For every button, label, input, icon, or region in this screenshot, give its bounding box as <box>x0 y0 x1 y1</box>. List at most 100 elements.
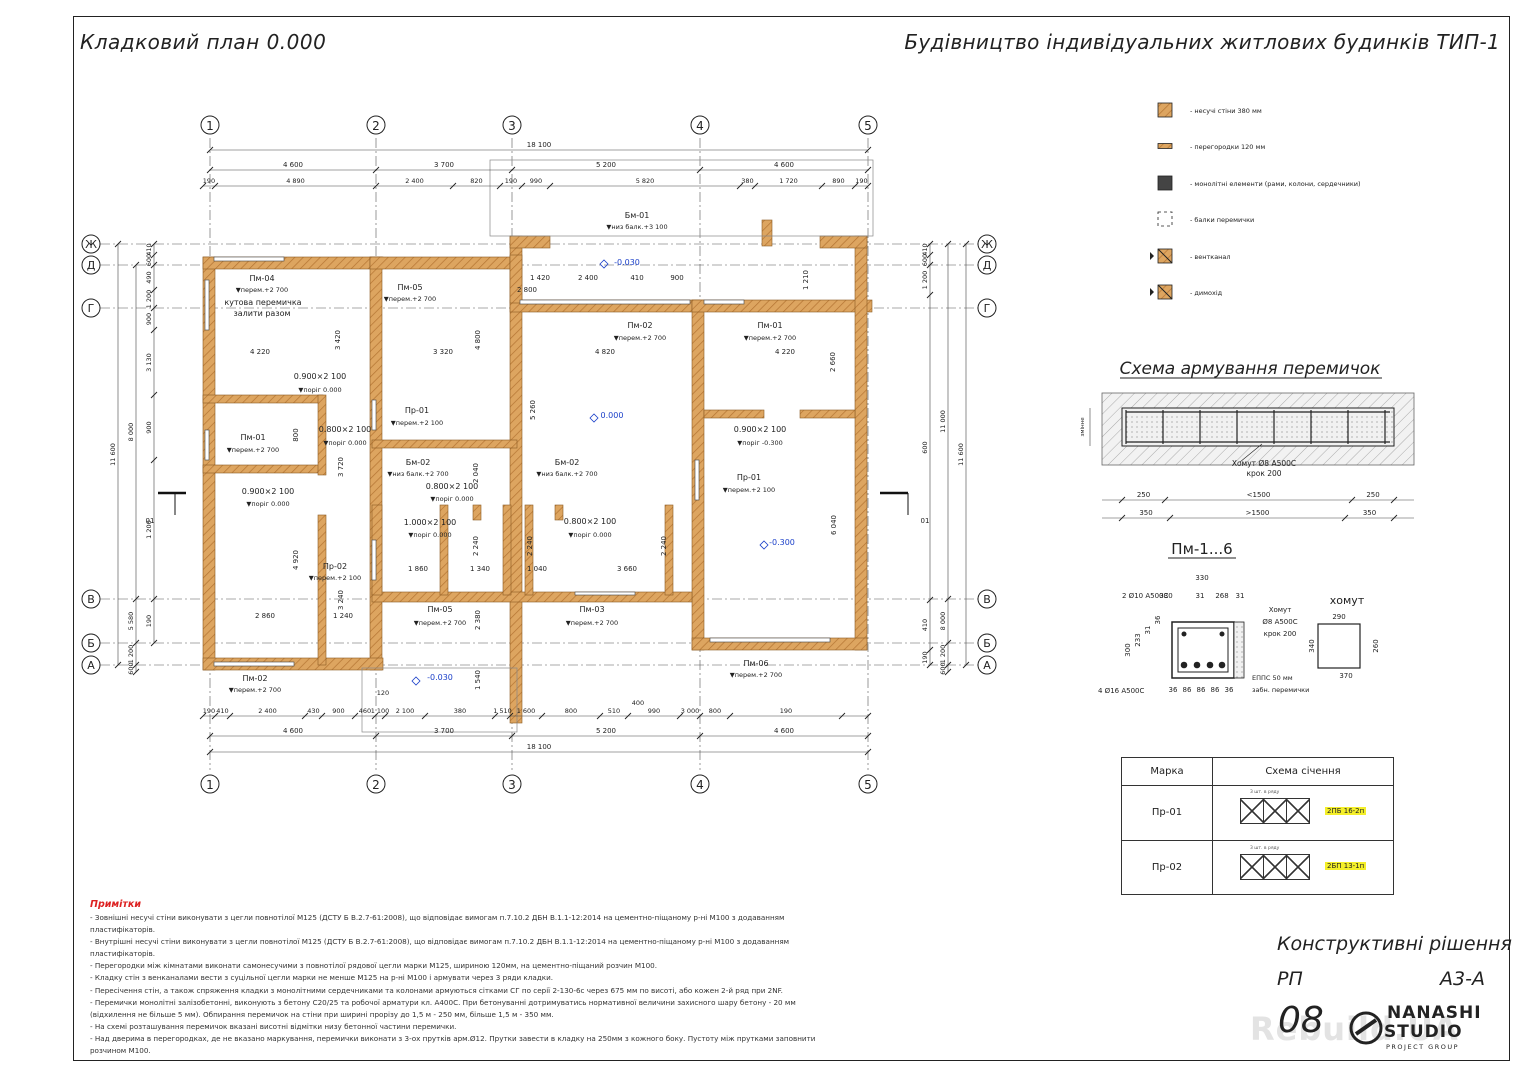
vent-icon <box>1157 248 1173 264</box>
dimension-value: 3 130 <box>145 353 153 372</box>
table-header-scheme: Схема січення <box>1265 766 1341 777</box>
room-dimension: 2 040 <box>472 463 480 483</box>
dimension-value: 410 <box>216 707 228 715</box>
brand-group: PROJECT GROUP <box>1386 1043 1459 1051</box>
project-title: Будівництво індивідуальних житлових буди… <box>904 30 1500 54</box>
plan-label-lintel: Пр-01 <box>405 406 429 415</box>
dimension-tick <box>751 182 759 190</box>
axis-label: 3 <box>508 119 516 133</box>
dimension-value: 36 <box>1225 686 1234 694</box>
dimension-tick <box>1166 514 1174 522</box>
plan-label-mark: ▼перем.+2 700 <box>614 334 666 342</box>
dimension-value: 600 <box>921 254 929 266</box>
dimension-value: 600 <box>921 441 929 453</box>
axis-label: 2 <box>372 778 380 792</box>
watermark-logo: Rebuild.UA <box>1250 1010 1459 1048</box>
dimension-tick <box>696 712 704 720</box>
dimension-tick <box>206 732 214 740</box>
legend: - несучі стіни 380 мм- перегородки 120 м… <box>1150 102 1361 300</box>
dimension-tick <box>150 326 158 334</box>
dimension-tick <box>944 661 952 669</box>
axis-bubble <box>502 115 522 135</box>
wall-segment <box>369 256 383 671</box>
dimension-value: 120 <box>377 689 389 697</box>
legend-swatch-hatch-thick <box>1157 102 1173 118</box>
axis-bubble <box>690 115 710 135</box>
axis-label: А <box>87 659 95 672</box>
axis-bubble <box>977 255 997 275</box>
axis-bubble <box>81 655 101 675</box>
dimension-value: 250 <box>1137 491 1150 499</box>
notes-block: Примітки - Зовнішні несучі стіни виконув… <box>90 898 850 1057</box>
dimension-tick <box>696 732 704 740</box>
wall-segment <box>799 409 856 419</box>
plan-label-mark: ▼перем.+2 700 <box>384 295 436 303</box>
dimension-tick <box>114 240 122 248</box>
room-dimension: 4 820 <box>595 348 615 356</box>
dimension-tick <box>864 166 872 174</box>
dimension-value: 2 400 <box>405 177 424 185</box>
rebar-top-dot <box>1219 631 1225 637</box>
dimension-value: 330 <box>1195 574 1208 582</box>
dimension-tick <box>372 182 380 190</box>
dimension-value: 380 <box>741 177 753 185</box>
dimension-value: 800 <box>709 707 721 715</box>
dimension-value: 290 <box>1332 613 1345 621</box>
axis-bubble <box>502 774 522 794</box>
dimension-value: 3 700 <box>434 727 454 735</box>
dimension-tick <box>199 182 207 190</box>
plan-label-mark: ▼перем.+2 100 <box>391 419 443 427</box>
note-item: (відхилення не більше 5 мм). Обпирання п… <box>90 1009 554 1019</box>
stamp-sheet-number: 08 <box>1278 1000 1324 1041</box>
dimension-value: 31 <box>1236 592 1245 600</box>
chimney-arrow-icon <box>1150 288 1154 296</box>
axis-bubble <box>858 115 878 135</box>
top-bars-label: 2 Ø10 А500С <box>1122 592 1168 600</box>
plan-title: Кладковий план 0.000 <box>80 30 327 54</box>
plan-label-mark: ▼поріг 0.000 <box>323 439 366 447</box>
dimension-value: 800 <box>565 707 577 715</box>
dimension-value: 600 <box>939 662 947 674</box>
dimension-value: 18 100 <box>527 743 552 751</box>
dimension-value: 11 000 <box>939 410 947 433</box>
dimension-tick <box>132 639 140 647</box>
wall-segment <box>509 235 551 249</box>
dimension-value: 11 600 <box>109 443 117 466</box>
dimension-value: 990 <box>530 177 542 185</box>
dimension-value: 5 200 <box>596 161 616 169</box>
axis-bubble <box>977 589 997 609</box>
table-row-mark-1: Пр-01 <box>1151 807 1183 818</box>
dimension-tick <box>926 251 934 259</box>
axis-bubble <box>977 298 997 318</box>
room-dimension: 1 240 <box>333 612 353 620</box>
room-dimension: 3 240 <box>337 590 345 610</box>
dimension-tick <box>538 712 546 720</box>
axis-label: 2 <box>372 119 380 133</box>
dimension-value: 370 <box>1339 672 1352 680</box>
plan-label-level: 0.000 <box>601 411 624 420</box>
dimension-value: 400 <box>632 699 644 707</box>
room-dimension: 800 <box>292 428 300 441</box>
wall-segment <box>664 504 674 596</box>
dimension-value: 430 <box>307 707 319 715</box>
room-dimension: 6 040 <box>830 515 838 535</box>
room-dimension: 410 <box>630 274 643 282</box>
plan-label-lintel: Пм-02 <box>627 321 652 330</box>
plan-label-mark: ▼перем.+2 700 <box>229 686 281 694</box>
legend-label: - несучі стіни 380 мм <box>1190 107 1262 115</box>
dimension-value: 1 720 <box>779 177 798 185</box>
eps-insulation <box>1233 621 1245 679</box>
axis-label: Б <box>983 637 991 650</box>
rebar-title: Схема армування перемичок <box>1120 359 1382 379</box>
note-item: - Кладку стін з венканалами вести з суці… <box>90 973 554 983</box>
rebar-top-dot <box>1181 631 1187 637</box>
stirrup-note: Хомут <box>1269 606 1292 614</box>
dimension-tick <box>150 595 158 603</box>
plan-label-level: -0.030 <box>614 258 640 267</box>
rebar-bottom-dot <box>1218 661 1226 669</box>
wall-segment <box>509 254 523 304</box>
dimension-value: 190 <box>855 177 867 185</box>
axis-bubble <box>977 633 997 653</box>
plan-label-mark: ▼поріг 0.000 <box>568 531 611 539</box>
dimension-tick <box>496 182 504 190</box>
